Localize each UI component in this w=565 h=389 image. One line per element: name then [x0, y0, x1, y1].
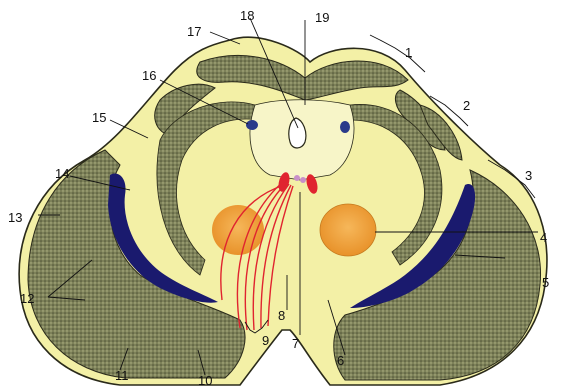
label-3: 3: [525, 168, 532, 183]
label-6: 6: [337, 353, 344, 368]
label-13: 13: [8, 210, 22, 225]
label-17: 17: [187, 24, 201, 39]
left-small-nucleus: [246, 120, 258, 130]
label-15: 15: [92, 110, 106, 125]
label-7: 7: [292, 336, 299, 351]
label-16: 16: [142, 68, 156, 83]
label-10: 10: [198, 373, 212, 388]
pink-nucleus-1: [294, 175, 300, 181]
label-19: 19: [315, 10, 329, 25]
label-12: 12: [20, 291, 34, 306]
right-small-nucleus: [340, 121, 350, 133]
label-8: 8: [278, 308, 285, 323]
label-2: 2: [463, 98, 470, 113]
label-14: 14: [55, 166, 69, 181]
label-18: 18: [240, 8, 254, 23]
pink-nucleus-2: [300, 177, 306, 183]
label-9: 9: [262, 333, 269, 348]
right-orange-nucleus: [320, 204, 376, 256]
label-1: 1: [405, 45, 412, 60]
label-4: 4: [540, 230, 547, 245]
label-5: 5: [542, 275, 549, 290]
label-11: 11: [115, 368, 129, 383]
